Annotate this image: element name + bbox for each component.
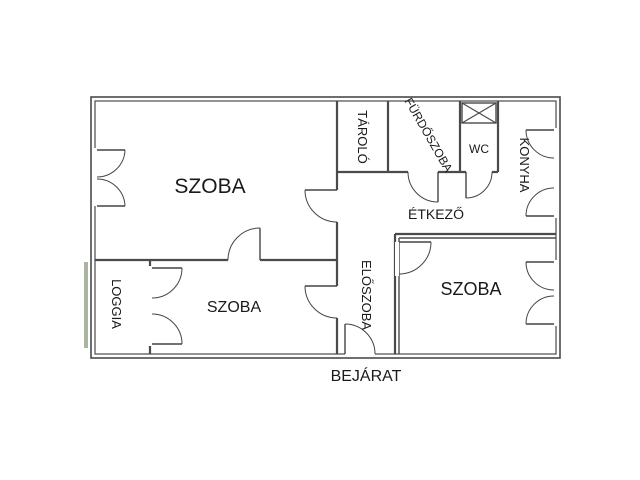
room-label-loggia: LOGGIA <box>109 279 124 329</box>
room-label-etkezo: ÉTKEZŐ <box>408 206 464 222</box>
loggia-edge <box>84 262 88 348</box>
room-label-eloszoba: ELŐSZOBA <box>359 260 374 330</box>
room-label-furdoszoba: FÜRDŐSZOBA <box>402 95 457 175</box>
room-label-szoba-large: SZOBA <box>174 175 245 198</box>
room-label-szoba-middle: SZOBA <box>207 299 262 316</box>
room-label-konyha: KONYHA <box>517 138 532 193</box>
room-label-tarolo: TÁROLÓ <box>355 110 370 163</box>
room-label-szoba-right: SZOBA <box>440 279 501 299</box>
room-label-wc: WC <box>469 142 489 156</box>
doors <box>93 128 558 356</box>
entrance-label: BEJÁRAT <box>331 366 402 385</box>
outer-walls <box>84 96 561 359</box>
